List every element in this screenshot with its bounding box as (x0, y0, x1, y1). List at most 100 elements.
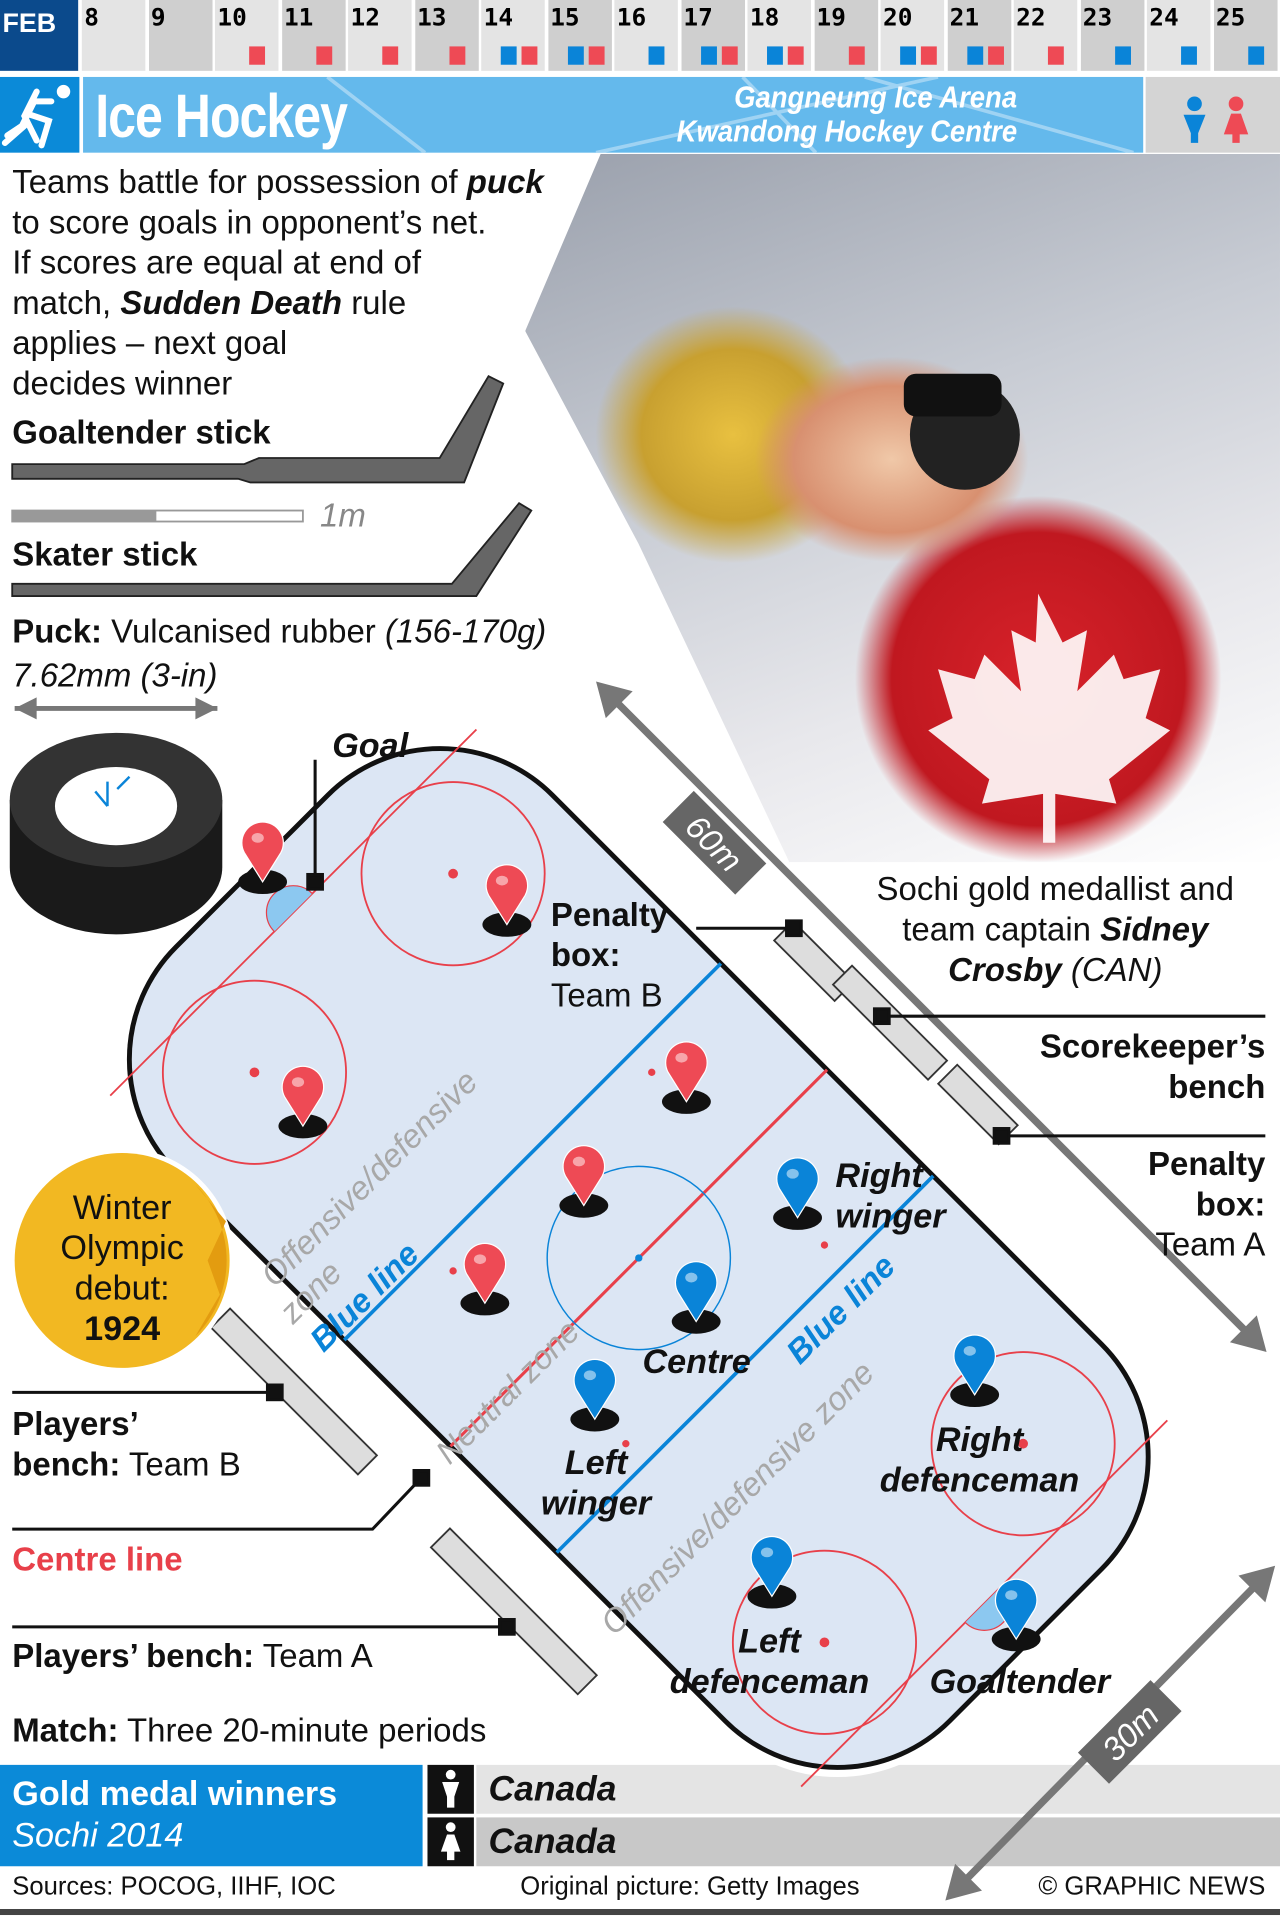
sources: Sources: POCOG, IIHF, IOC (12, 1872, 336, 1901)
day-number: 16 (616, 2, 647, 32)
centre-label: Centre (642, 1343, 750, 1381)
left-winger-label: Left (565, 1444, 629, 1482)
skater-stick (11, 502, 533, 597)
female-icon (427, 1817, 474, 1867)
women-event-marker (721, 46, 738, 65)
day-number: 24 (1149, 2, 1179, 32)
olympic-debut-badge: Winter Olympic debut: 1924 (9, 1148, 235, 1373)
puck-image (9, 697, 223, 935)
sticks-drawing (11, 374, 533, 597)
team-b-player-pin (460, 1242, 510, 1316)
male-icon (427, 1764, 474, 1814)
intro-text: Teams battle for possession of puck to s… (12, 162, 544, 404)
men-winner: Canada (488, 1769, 617, 1809)
women-winner: Canada (488, 1822, 617, 1862)
schedule-day: 12 (348, 0, 412, 71)
label-line: box: (550, 936, 621, 974)
intro-line: decides winner (12, 365, 233, 402)
match-value: Three 20-minute periods (118, 1712, 487, 1750)
day-number: 19 (816, 2, 846, 32)
match-label: Match: (12, 1712, 119, 1750)
label-line: Players’ (12, 1405, 139, 1443)
male-icon (1183, 96, 1206, 143)
intro-line: rule (342, 284, 407, 322)
women-event-marker (448, 46, 465, 65)
puck-label: Puck: (12, 613, 103, 650)
label-line: bench (1168, 1068, 1266, 1106)
goaltender-stick-label: Goaltender stick (12, 414, 271, 451)
goaltender-stick (11, 374, 505, 484)
women-event-marker (920, 46, 937, 65)
team-a-player-pin (950, 1334, 1000, 1408)
intro-line: match, (12, 284, 121, 322)
left-defenceman-label: Left (738, 1623, 802, 1661)
day-number: 25 (1215, 2, 1246, 32)
scale-bar (11, 509, 304, 523)
intro-line: If scores are equal at end of (12, 244, 422, 281)
men-event-marker (648, 46, 665, 65)
photo-caption: Sochi gold medallist and team captain Si… (848, 870, 1263, 991)
team-a-player-pin (747, 1535, 797, 1609)
team-a-player-pin (773, 1157, 822, 1230)
day-number: 22 (1016, 2, 1046, 32)
schedule-day: 20 (880, 0, 945, 71)
label-line: Penalty (1148, 1145, 1266, 1183)
players-bench-b-label: Players’bench: Team B (12, 1405, 240, 1486)
schedule-day: 16 (614, 0, 678, 71)
schedule-day: 8 (81, 0, 146, 71)
ice-hockey-pictogram-icon (0, 76, 80, 153)
caption-line: team captain (902, 911, 1101, 948)
right-defenceman-label: defenceman (880, 1461, 1080, 1499)
women-event-marker (315, 46, 332, 65)
team-a-player-pin (991, 1578, 1041, 1652)
left-winger-label: winger (541, 1484, 653, 1522)
women-event-marker (382, 46, 399, 65)
schedule-day: 15 (547, 0, 612, 71)
label-line: bench: (12, 1446, 121, 1483)
label-line: Team A (1155, 1226, 1266, 1263)
goaltender-label: Goaltender (930, 1663, 1112, 1701)
team-b-player-pin (482, 864, 532, 937)
schedule-day: 22 (1013, 0, 1078, 71)
puck-diameter: 7.62mm (3-in) (12, 657, 218, 694)
men-event-marker (1114, 46, 1131, 65)
debut-year: 1924 (84, 1310, 160, 1348)
debut-line: Winter (73, 1189, 172, 1227)
day-number: 15 (550, 2, 580, 32)
caption-line: Sochi gold medallist and (876, 870, 1235, 908)
team-a-player-pin (570, 1358, 620, 1432)
female-icon (1223, 96, 1249, 143)
day-number: 21 (949, 2, 980, 32)
women-event-marker (1047, 46, 1064, 65)
team-a-player-pin (671, 1261, 721, 1334)
debut-line: Olympic (60, 1229, 183, 1267)
month-label: FEB (0, 0, 79, 71)
schedule-day: 21 (947, 0, 1011, 71)
team-b-player-pin (238, 821, 288, 895)
men-event-marker (700, 46, 717, 65)
schedule-day: 18 (747, 0, 811, 71)
venue-1: Gangneung Ice Arena (734, 80, 1018, 115)
intro-line: applies – next goal (12, 324, 288, 362)
gender-box (1145, 76, 1280, 153)
men-event-marker (567, 46, 584, 65)
intro-line: to score goals in opponent’s net. (12, 203, 487, 241)
maple-leaf-icon (928, 593, 1171, 843)
blue-line (342, 962, 723, 1342)
day-number: 20 (883, 2, 913, 32)
day-number: 10 (217, 2, 247, 32)
label-line: Team A (254, 1637, 373, 1675)
schedule-day: 14 (481, 0, 545, 71)
men-event-marker (1247, 46, 1264, 65)
schedule-day: 17 (680, 0, 745, 71)
label-line: Team B (120, 1446, 241, 1483)
team-b-player-pin (661, 1041, 711, 1114)
blue-line (555, 1174, 935, 1554)
intro-line: Teams battle for possession of (12, 163, 467, 201)
puck-weight: (156-170g) (384, 613, 547, 650)
players-bench-a-label: Players’ bench: Team A (12, 1637, 373, 1677)
right-winger-label: Right (835, 1157, 924, 1195)
women-event-marker (588, 46, 604, 65)
